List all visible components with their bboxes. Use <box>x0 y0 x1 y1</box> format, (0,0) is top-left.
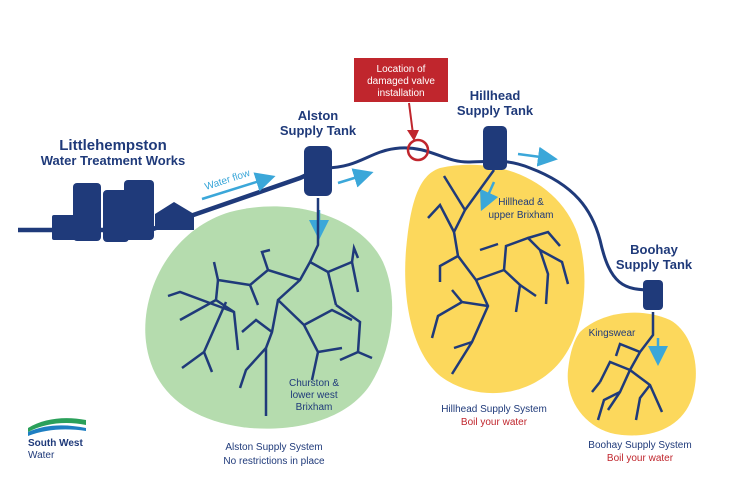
logo-line1: South West <box>28 438 83 449</box>
hillhead-zone <box>405 164 585 394</box>
callout-pointer-tip <box>407 130 419 141</box>
south-west-water-logo: South West Water <box>28 418 86 461</box>
alston-tank-label-line1: Alston <box>298 108 339 123</box>
hillhead-tank-label-line1: Hillhead <box>470 88 521 103</box>
hillhead-area-label-line1: Hillhead & <box>498 197 544 208</box>
hillhead-tank-label-line2: Supply Tank <box>457 103 534 118</box>
damaged-valve-marker <box>406 138 430 162</box>
boohay-tank-label-line2: Supply Tank <box>616 257 693 272</box>
alston-tank-icon <box>304 146 332 196</box>
flow-arrow-boohay-out <box>517 146 558 167</box>
boohay-system-name: Boohay Supply System <box>588 440 691 451</box>
churston-label-line3: Brixham <box>296 402 333 413</box>
damage-callout-box <box>354 58 448 102</box>
damage-callout-line3: installation <box>377 88 424 99</box>
alston-tank-label-line2: Supply Tank <box>280 123 357 138</box>
boohay-pipe-network <box>591 312 664 421</box>
hillhead-tank-icon <box>483 126 507 170</box>
alston-pipe-network <box>167 198 373 416</box>
boohay-zone <box>567 312 696 436</box>
hillhead-pipe-network <box>427 169 570 375</box>
works-title-line2: Water Treatment Works <box>41 153 186 168</box>
callout-pointer <box>408 102 414 135</box>
boohay-tank-label-line1: Boohay <box>630 242 678 257</box>
flow-arrow-hillhead-down <box>479 181 499 212</box>
boohay-system-status: Boil your water <box>607 453 674 464</box>
churston-label-line1: Churston & <box>289 378 339 389</box>
water-flow-arrow <box>201 172 276 201</box>
flow-arrow-alston-out <box>337 168 374 188</box>
damage-callout-line2: damaged valve <box>367 76 435 87</box>
boohay-tank-icon <box>643 280 663 310</box>
churston-label-line2: lower west <box>290 390 337 401</box>
works-title-line1: Littlehempston <box>59 137 167 154</box>
alston-system-status: No restrictions in place <box>223 456 325 467</box>
hillhead-area-label-line2: upper Brixham <box>488 210 553 221</box>
logo-line2: Water <box>28 450 55 461</box>
alston-system-name: Alston Supply System <box>225 442 322 453</box>
main-pipe-curve <box>324 146 653 292</box>
water-flow-label: Water flow <box>204 168 253 193</box>
alston-zone <box>145 206 393 429</box>
hillhead-system-name: Hillhead Supply System <box>441 404 547 415</box>
damage-callout-line1: Location of <box>377 64 426 75</box>
treatment-works-icon <box>52 180 194 242</box>
hillhead-system-status: Boil your water <box>461 417 528 428</box>
kingswear-label: Kingswear <box>589 328 636 339</box>
